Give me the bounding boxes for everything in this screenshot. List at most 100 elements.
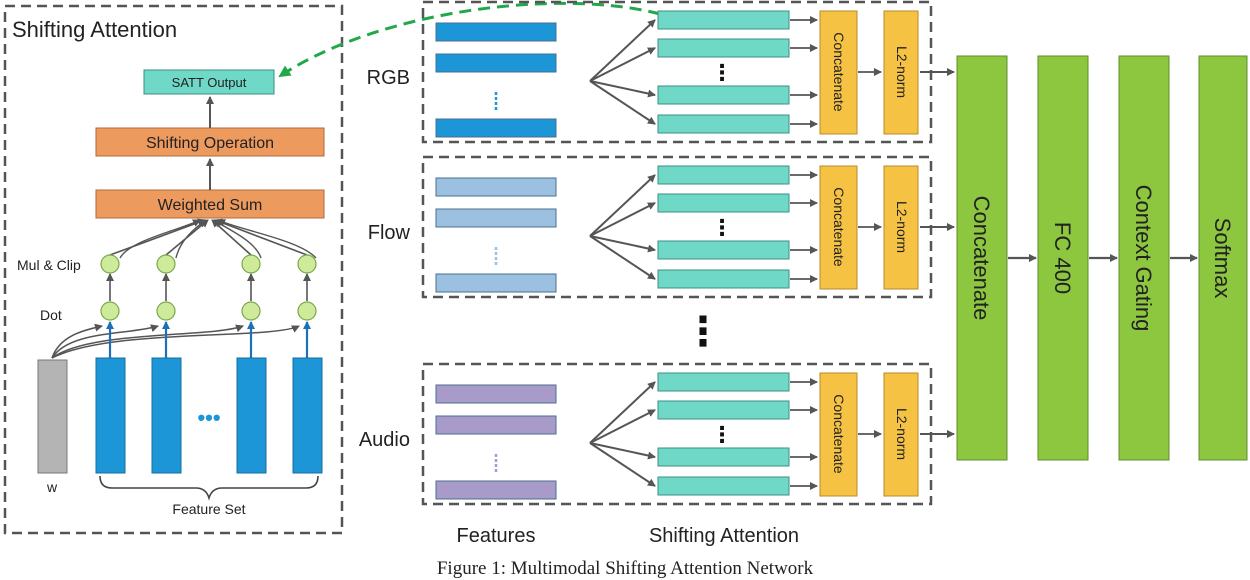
features-label: Features xyxy=(457,525,536,547)
feature-vector xyxy=(435,53,557,73)
attention-unit xyxy=(657,38,790,58)
arrow-feature-sum xyxy=(175,219,207,259)
mul-clip-node xyxy=(156,254,176,274)
attention-unit xyxy=(657,193,790,213)
attention-unit xyxy=(657,165,790,185)
feature-vector xyxy=(435,22,557,42)
arrow-to-attention xyxy=(589,235,656,253)
weighted-sum-label: Weighted Sum xyxy=(158,197,263,214)
arrow-to-attention xyxy=(589,174,656,237)
concatenate-label: Concatenate xyxy=(831,394,847,474)
module-dots: ⋮ xyxy=(683,310,723,354)
concatenate-box xyxy=(819,165,858,290)
arrow-feature-sum xyxy=(119,219,201,259)
modality-label: RGB xyxy=(367,67,410,89)
satt-output-label: SATT Output xyxy=(172,75,247,90)
final-block-label: Context Gating xyxy=(1131,185,1156,332)
figure-caption: Figure 1: Multimodal Shifting Attention … xyxy=(437,558,814,579)
final-block xyxy=(1037,55,1089,461)
feature-vector xyxy=(435,118,557,138)
modality-label: Flow xyxy=(368,222,411,244)
arrow-to-attention xyxy=(589,442,656,487)
modality-label: Audio xyxy=(359,429,410,451)
attention-unit xyxy=(657,114,790,134)
dot-node xyxy=(156,301,176,321)
feature-vector xyxy=(435,208,557,228)
arrow-to-attention xyxy=(589,47,656,82)
modality-module-audio: Audio ⋮ Concatenate L2-norm xyxy=(359,362,955,506)
arrow-feature-sum xyxy=(217,219,317,259)
concatenate-box xyxy=(819,10,858,135)
feature-bar xyxy=(151,357,182,474)
shifting-operation-box xyxy=(95,127,325,157)
attention-unit xyxy=(657,269,790,289)
dot-label: Dot xyxy=(40,307,62,323)
arrow-to-attention xyxy=(589,19,656,82)
final-block-label: Softmax xyxy=(1210,218,1235,299)
w-vector xyxy=(37,359,68,474)
feature-set-label: Feature Set xyxy=(172,501,245,517)
attention-unit xyxy=(657,476,790,496)
mul-clip-label: Mul & Clip xyxy=(17,257,81,273)
arrow-feature-sum xyxy=(213,219,262,259)
attention-dots: ⋮ xyxy=(711,60,733,85)
satt-output-box xyxy=(143,69,275,95)
feature-ellipsis: ••• xyxy=(197,405,220,430)
arrow-w-dot xyxy=(51,324,159,359)
attention-unit xyxy=(657,10,790,30)
l2norm-box xyxy=(883,165,919,290)
mul-clip-node xyxy=(297,254,317,274)
final-block-label: FC 400 xyxy=(1050,222,1075,294)
l2norm-box xyxy=(883,372,919,497)
feature-vector xyxy=(435,415,557,435)
attention-dots: ⋮ xyxy=(711,215,733,240)
arrow-to-attention xyxy=(589,235,656,280)
concatenate-label: Concatenate xyxy=(831,32,847,112)
feature-vector xyxy=(435,384,557,404)
dot-node xyxy=(297,301,317,321)
feature-vector xyxy=(435,480,557,500)
arrow-w-dot xyxy=(51,324,244,359)
final-block xyxy=(956,55,1008,461)
arrow-to-attention xyxy=(589,409,656,444)
arrow-node-sum xyxy=(109,218,206,256)
arrow-to-attention xyxy=(589,80,656,125)
attention-unit xyxy=(657,447,790,467)
final-block xyxy=(1118,55,1170,461)
feature-bar xyxy=(95,357,126,474)
mul-clip-node xyxy=(241,254,261,274)
l2norm-label: L2-norm xyxy=(894,408,910,460)
panel-title: Shifting Attention xyxy=(12,17,177,42)
attention-unit xyxy=(657,372,790,392)
l2norm-box xyxy=(883,10,919,135)
attention-dots: ⋮ xyxy=(711,422,733,447)
final-blocks: Concatenate FC 400 Context Gating Softmax xyxy=(956,55,1248,461)
feature-bar xyxy=(292,357,323,474)
shifting-operation-label: Shifting Operation xyxy=(146,135,274,152)
feature-vector xyxy=(435,177,557,197)
feature-set-brace xyxy=(99,475,319,501)
arrow-node-sum xyxy=(214,218,308,256)
dot-node xyxy=(100,301,120,321)
attention-unit xyxy=(657,85,790,105)
arrow-to-attention xyxy=(589,442,656,460)
shifting-attention-panel: Shifting Attention SATT Output Shifting … xyxy=(3,4,344,535)
satt-reference-arrow xyxy=(278,1,661,78)
feature-bar xyxy=(236,357,267,474)
concatenate-box xyxy=(819,372,858,497)
arrow-to-attention xyxy=(589,80,656,98)
final-block-label: Concatenate xyxy=(969,196,994,321)
attention-nodes xyxy=(51,218,317,359)
attention-unit xyxy=(657,400,790,420)
w-label: w xyxy=(46,479,58,495)
l2norm-label: L2-norm xyxy=(894,201,910,253)
arrow-to-attention xyxy=(589,381,656,444)
arrow-to-attention xyxy=(589,202,656,237)
final-block xyxy=(1198,55,1248,461)
arrow-w-dot xyxy=(51,323,103,359)
attention-unit xyxy=(657,240,790,260)
